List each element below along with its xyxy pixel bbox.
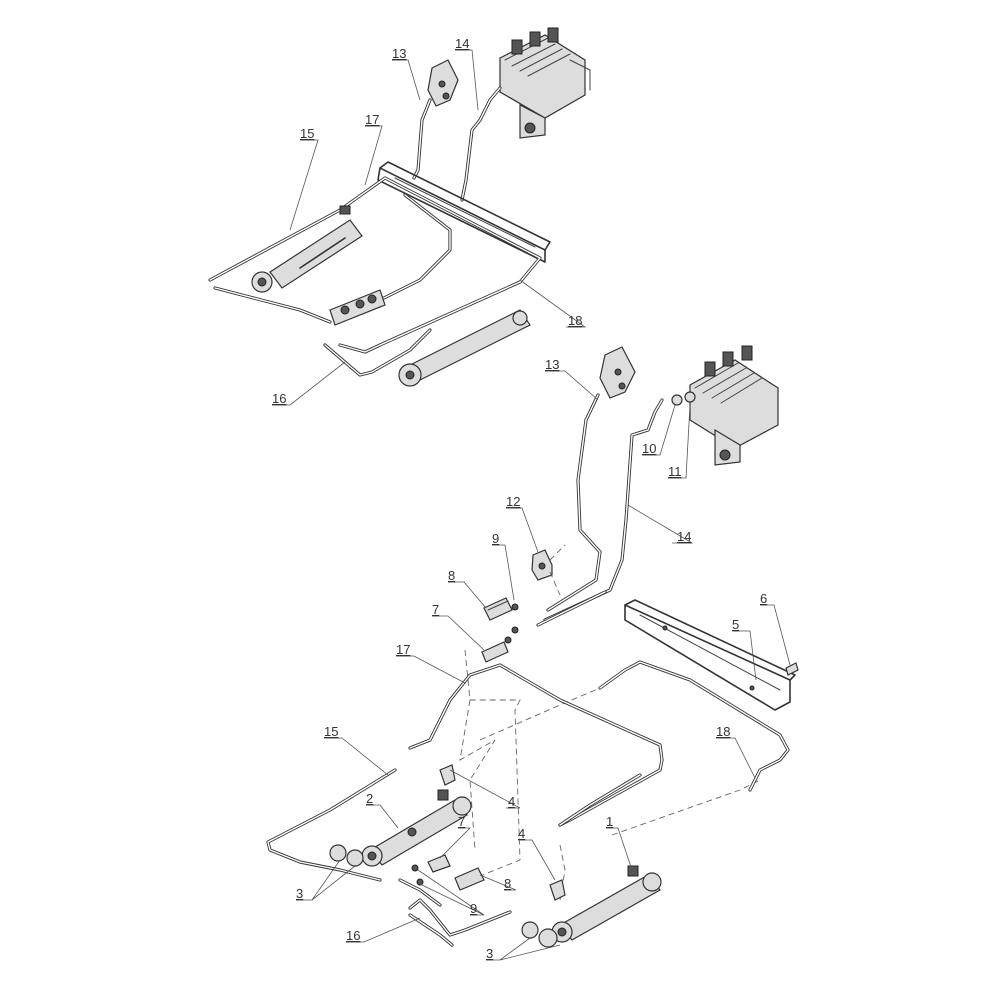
callout-17-lower: 17: [396, 642, 410, 657]
callout-9-lower-bottom: 9: [470, 901, 477, 916]
tee-4-lower: [549, 879, 566, 901]
lower-exploded-view: 13 14 10 11 12 9 8 7 17 5 6 18 15 4 2 1: [266, 345, 799, 961]
callout-6-lower: 6: [760, 591, 767, 606]
cylinder-1: [551, 865, 662, 943]
callout-18-lower: 18: [716, 724, 730, 739]
control-valve-lower: [689, 345, 779, 466]
callout-8-lower-top: 8: [448, 568, 455, 583]
valve-block-upper: [427, 59, 459, 107]
control-valve-upper: [499, 27, 591, 139]
fittings-group-lower: [411, 854, 485, 891]
upper-assembly-view: 13 14 15 17 18 16: [208, 27, 591, 406]
callout-14-upper: 14: [455, 36, 469, 51]
callout-5-lower: 5: [732, 617, 739, 632]
callout-3-lower-right: 3: [486, 946, 493, 961]
callout-17-upper: 17: [365, 112, 379, 127]
seal-11: [684, 391, 696, 403]
callout-16-lower: 16: [346, 928, 360, 943]
callout-1-lower: 1: [606, 814, 613, 829]
callout-2-lower: 2: [366, 791, 373, 806]
callout-13-upper: 13: [392, 46, 406, 61]
cylinder-right-upper: [398, 309, 531, 387]
callout-7-lower-top: 7: [432, 602, 439, 617]
fittings-group-upper: [481, 597, 519, 663]
callout-7-lower-bottom: 7: [458, 814, 465, 829]
callout-10-lower: 10: [642, 441, 656, 456]
cylinder-left-upper: [251, 205, 363, 293]
bolt-6: [785, 662, 799, 676]
callout-3-lower-left: 3: [296, 886, 303, 901]
callout-15-upper: 15: [300, 126, 314, 141]
bushing-3c: [521, 921, 539, 939]
callout-18-upper: 18: [568, 313, 582, 328]
callout-13-lower: 13: [545, 357, 559, 372]
block-12: [531, 544, 566, 596]
callout-12-lower: 12: [506, 494, 520, 509]
bushing-3d: [538, 928, 558, 948]
couplers-upper: [329, 289, 386, 326]
callout-11-lower: 11: [668, 464, 682, 479]
valve-block-lower: [599, 346, 636, 399]
bushing-3b: [346, 849, 364, 867]
callout-14-lower: 14: [677, 529, 691, 544]
callout-9-lower-top: 9: [492, 531, 499, 546]
callout-8-lower-bottom: 8: [504, 876, 511, 891]
callout-15-lower: 15: [324, 724, 338, 739]
callout-16-upper: 16: [272, 391, 286, 406]
tee-4-upper: [439, 764, 456, 786]
bracket-5: [624, 599, 796, 711]
bushing-3a: [329, 844, 347, 862]
callout-4-lower-bottom: 4: [518, 826, 525, 841]
callout-4-lower-top: 4: [508, 794, 515, 809]
fitting-10: [671, 394, 683, 406]
cylinder-2: [361, 789, 472, 867]
